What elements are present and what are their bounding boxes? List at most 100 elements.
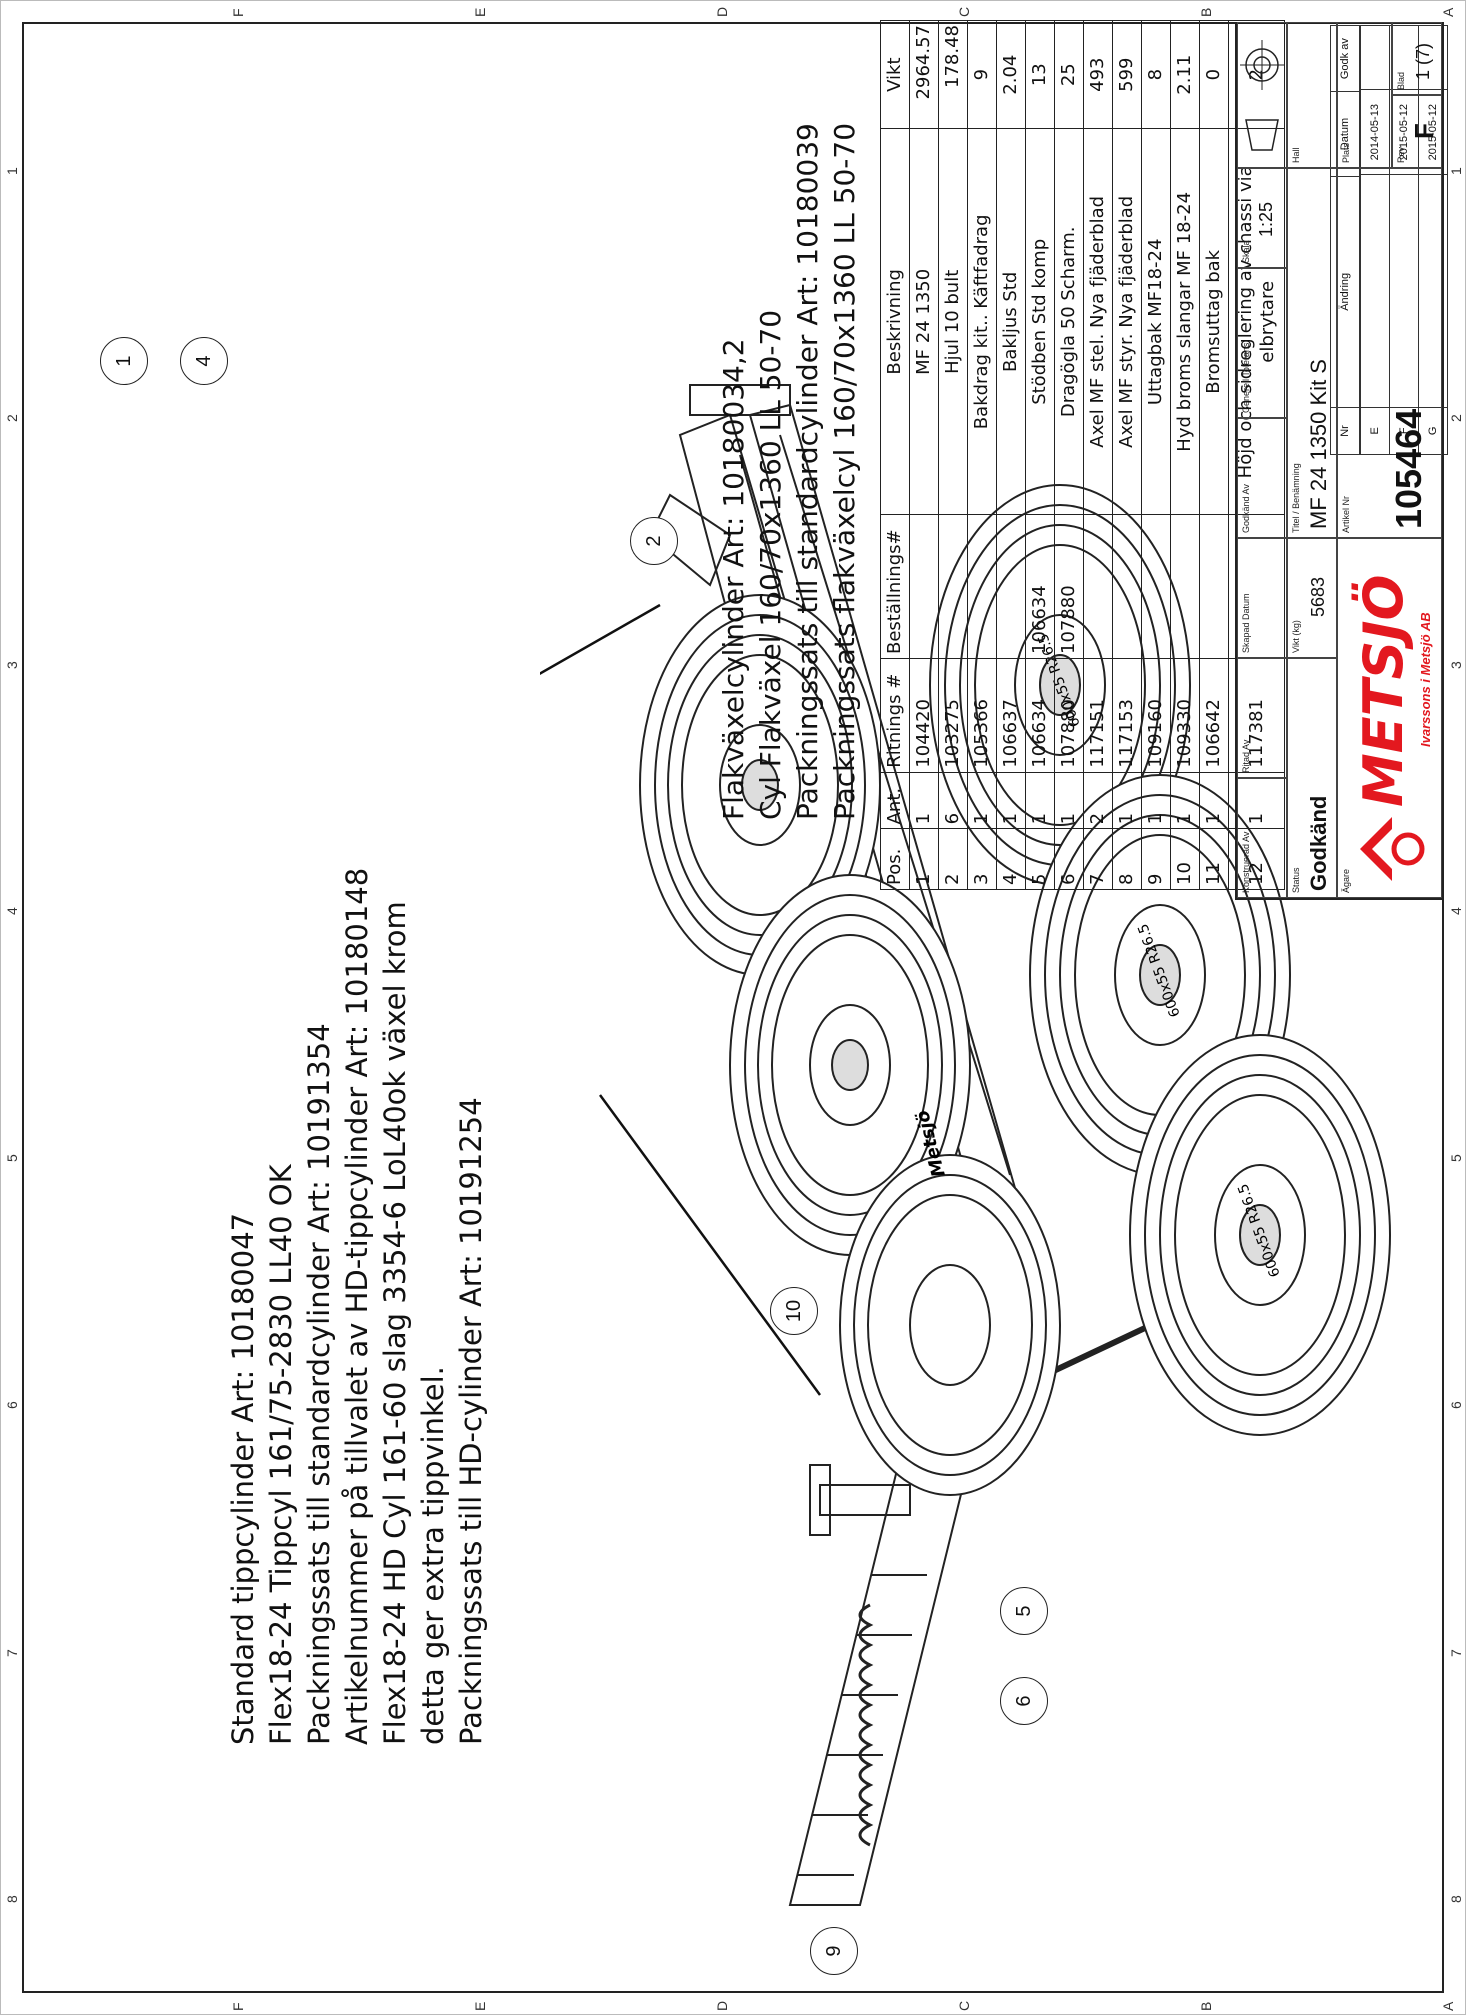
- cell: 9: [967, 20, 997, 129]
- agare-label: Ägare: [1341, 868, 1351, 893]
- zone-label-right-E: E: [472, 7, 488, 17]
- cylinder-notes-bottom: Standard tippcylinder Art: 10180047 Flex…: [224, 868, 490, 1745]
- parts-list-table: Pos. Ant. Ritnings # Beställnings# Beskr…: [880, 20, 1285, 890]
- cell: 106634: [1025, 514, 1055, 659]
- cell: 103275: [938, 658, 968, 773]
- cell: 0: [1199, 20, 1229, 129]
- balloon-5: 5: [1000, 1587, 1048, 1635]
- tire-group: [639, 484, 1391, 1496]
- zone-label-right-A: A: [1440, 7, 1456, 17]
- titel-label: Titel / Benämning: [1291, 463, 1301, 533]
- cell: 8: [1112, 828, 1142, 890]
- cell: 1: [1170, 772, 1200, 829]
- generell-tolerans-label: Generell Tolerans: [1241, 342, 1251, 413]
- cell: 106642: [1199, 658, 1229, 773]
- cell: Uttagbak MF18-24: [1141, 128, 1171, 515]
- konstruerad-av-cell: Konstruerad Av: [1237, 778, 1287, 898]
- cell: 109330: [1170, 658, 1200, 773]
- hall-label: Hall: [1291, 147, 1301, 163]
- zone-number-top-4: 4: [1448, 907, 1464, 915]
- cell: [996, 514, 1026, 659]
- cell: 2.04: [996, 20, 1026, 129]
- note-line: Artikelnummer på tillvalet av HD-tippcyl…: [340, 867, 374, 1745]
- godkand-av-cell: Godkänd Av: [1237, 418, 1287, 538]
- cell: Hyd broms slangar MF 18-24: [1170, 128, 1200, 515]
- titel-value: MF 24 1350 Kit S: [1306, 359, 1331, 529]
- zone-number-top-7: 7: [1448, 1649, 1464, 1657]
- cell: 25: [1054, 20, 1084, 129]
- cell: 2: [1083, 772, 1113, 829]
- rev-label: Rev: [1396, 146, 1406, 163]
- zone-label-right-B: B: [1198, 7, 1214, 17]
- zone-number-bottom-1: 1: [4, 167, 20, 175]
- balloon-1: 1: [100, 337, 148, 385]
- cell: 178.48: [938, 20, 968, 129]
- skala-value: 1:25: [1256, 201, 1276, 237]
- zone-label-left-F: F: [230, 2002, 246, 2011]
- cell: 2.11: [1170, 20, 1200, 129]
- cell: Stödben Std komp: [1025, 128, 1055, 515]
- godkand-av-label: Godkänd Av: [1241, 484, 1251, 533]
- artikel-cell: Artikel Nr 105464: [1337, 168, 1442, 538]
- metsjo-logo-icon: [1360, 817, 1425, 881]
- cell: [967, 514, 997, 659]
- note-line: detta ger extra tippvinkel.: [416, 1366, 450, 1745]
- cell: 4: [996, 828, 1026, 890]
- projection-icon: [1240, 40, 1284, 151]
- zone-number-top-2: 2: [1448, 414, 1464, 422]
- cell: MF 24 1350: [909, 128, 939, 515]
- zone-label-right-F: F: [230, 8, 246, 17]
- vikt-label: Vikt (kg): [1291, 620, 1301, 653]
- cell: 6: [938, 772, 968, 829]
- zone-number-bottom-5: 5: [4, 1154, 20, 1162]
- title-block: Konstruerad Av Ritad Av Skapad Datum God…: [1235, 22, 1444, 900]
- plats-cell: Plats: [1337, 22, 1392, 168]
- cell: 6: [1054, 828, 1084, 890]
- rev-value: F: [1409, 123, 1439, 139]
- zone-number-bottom-3: 3: [4, 661, 20, 669]
- titel-cell: Titel / Benämning MF 24 1350 Kit S: [1287, 168, 1337, 538]
- note-line: Cyl Flakväxel 160/70x1360 LL 50-70: [754, 309, 787, 820]
- note-line: Packningssats till standardcylinder Art:…: [791, 123, 824, 820]
- cell: [909, 514, 939, 659]
- note-line: Flex18-24 Tippcyl 161/75-2830 LL40 OK: [264, 1164, 298, 1745]
- note-line: Packningssats flakväxelcyl 160/70x1360 L…: [828, 122, 861, 820]
- cell: 1: [996, 772, 1026, 829]
- balloon-10: 10: [770, 1287, 818, 1335]
- cell: Bakljus Std: [996, 128, 1026, 515]
- cell: 493: [1083, 20, 1113, 129]
- blad-label: Blad: [1396, 71, 1406, 90]
- cell: 1: [1025, 772, 1055, 829]
- support-leg: [819, 1484, 911, 1516]
- header-vikt: Vikt: [880, 20, 910, 129]
- cell: 9: [1141, 828, 1171, 890]
- cell: [1199, 514, 1229, 659]
- ritad-av-cell: Ritad Av: [1237, 658, 1287, 778]
- status-cell: Status Godkänd: [1287, 658, 1337, 898]
- cell: Axel MF stel. Nya fjäderblad: [1083, 128, 1113, 515]
- header-beskrivning: Beskrivning: [880, 128, 910, 515]
- ritad-av-label: Ritad Av: [1241, 739, 1251, 773]
- cell: 10: [1170, 828, 1200, 890]
- zone-number-top-8: 8: [1448, 1895, 1464, 1903]
- cell: 13: [1025, 20, 1055, 129]
- projection-symbol-cell: [1237, 22, 1287, 168]
- note-line: Packningssats till standardcylinder Art:…: [302, 1023, 336, 1745]
- cell: 117153: [1112, 658, 1142, 773]
- zone-number-bottom-4: 4: [4, 907, 20, 915]
- status-label: Status: [1291, 867, 1301, 893]
- cell: 2964.57: [909, 20, 939, 129]
- cell: [1141, 514, 1171, 659]
- cell: 599: [1112, 20, 1142, 129]
- balloon-4: 4: [180, 337, 228, 385]
- note-line: Flakväxelcylinder Art: 10180034,2: [717, 338, 750, 820]
- logo-text: METSJÖ: [1352, 574, 1415, 807]
- zone-label-left-D: D: [714, 2000, 730, 2011]
